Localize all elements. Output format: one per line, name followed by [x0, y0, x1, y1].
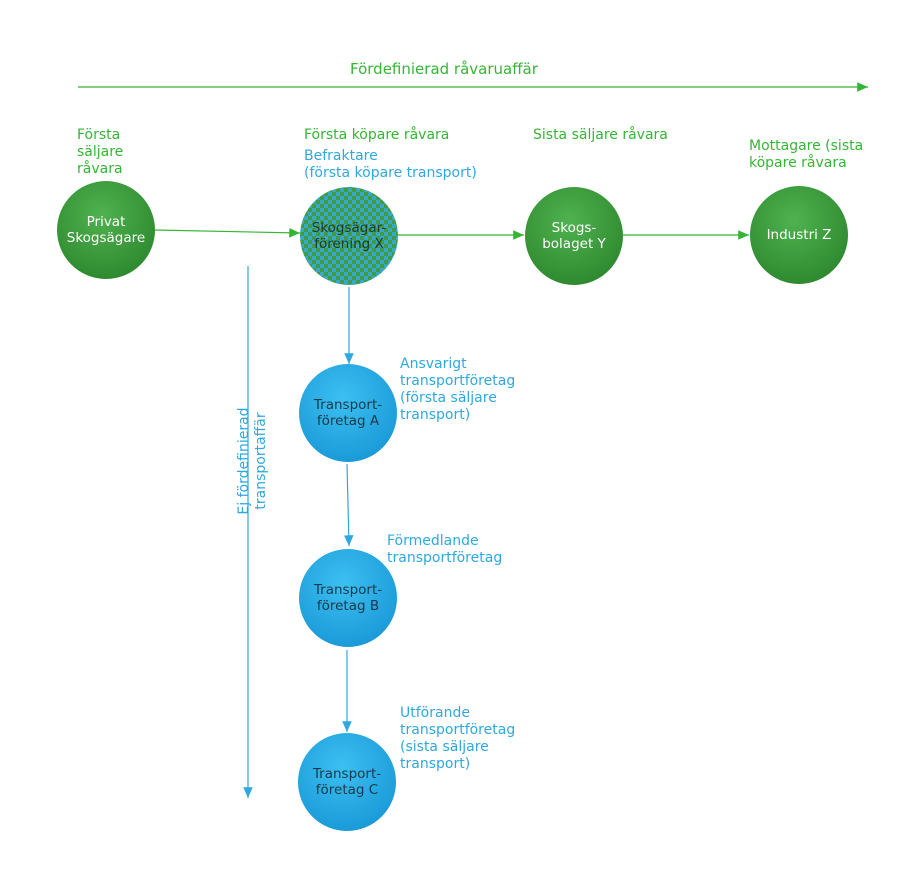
title: Fördefinierad råvaruaffär — [350, 60, 538, 78]
node-transport-a — [299, 364, 397, 462]
node-transport-b — [299, 549, 397, 647]
node-transport-c — [298, 733, 396, 831]
arrow-transport-a-to-b — [343, 463, 354, 547]
node-label-transport-c: Transport- företag C — [312, 766, 382, 798]
label-formedlande: Förmedlande transportföretag — [387, 533, 503, 566]
label-utforande: Utförande transportföretag (sista säljar… — [400, 705, 516, 772]
label-sista-saljare: Sista säljare råvara — [533, 127, 668, 143]
node-label-transport-b: Transport- företag B — [313, 582, 383, 614]
node-label-bolaget: Skogs- bolaget Y — [542, 220, 606, 252]
label-mottagare: Mottagare (sista köpare råvara — [749, 138, 864, 171]
arrow-privat-to-forening — [154, 227, 301, 238]
node-skogsagarforening — [300, 187, 398, 285]
label-forsta-saljare: Första säljare råvara — [77, 127, 124, 177]
node-label-forening: Skogsägar- förening X — [311, 220, 387, 252]
label-befraktare: Befraktare (första köpare transport) — [304, 148, 477, 181]
node-privat-skogsagare — [57, 181, 155, 279]
label-forsta-kopare: Första köpare råvara — [304, 127, 450, 143]
label-ansvarigt: Ansvarigt transportföretag (första sälja… — [400, 356, 516, 423]
node-label-privat: Privat Skogsägare — [66, 214, 146, 246]
node-industri — [750, 186, 848, 284]
vertical-label: Ej fördefinierad transportaffär — [236, 407, 269, 515]
node-label-transport-a: Transport- företag A — [313, 397, 383, 429]
node-skogsbolaget — [525, 187, 623, 285]
node-label-industri: Industri Z — [766, 227, 832, 243]
